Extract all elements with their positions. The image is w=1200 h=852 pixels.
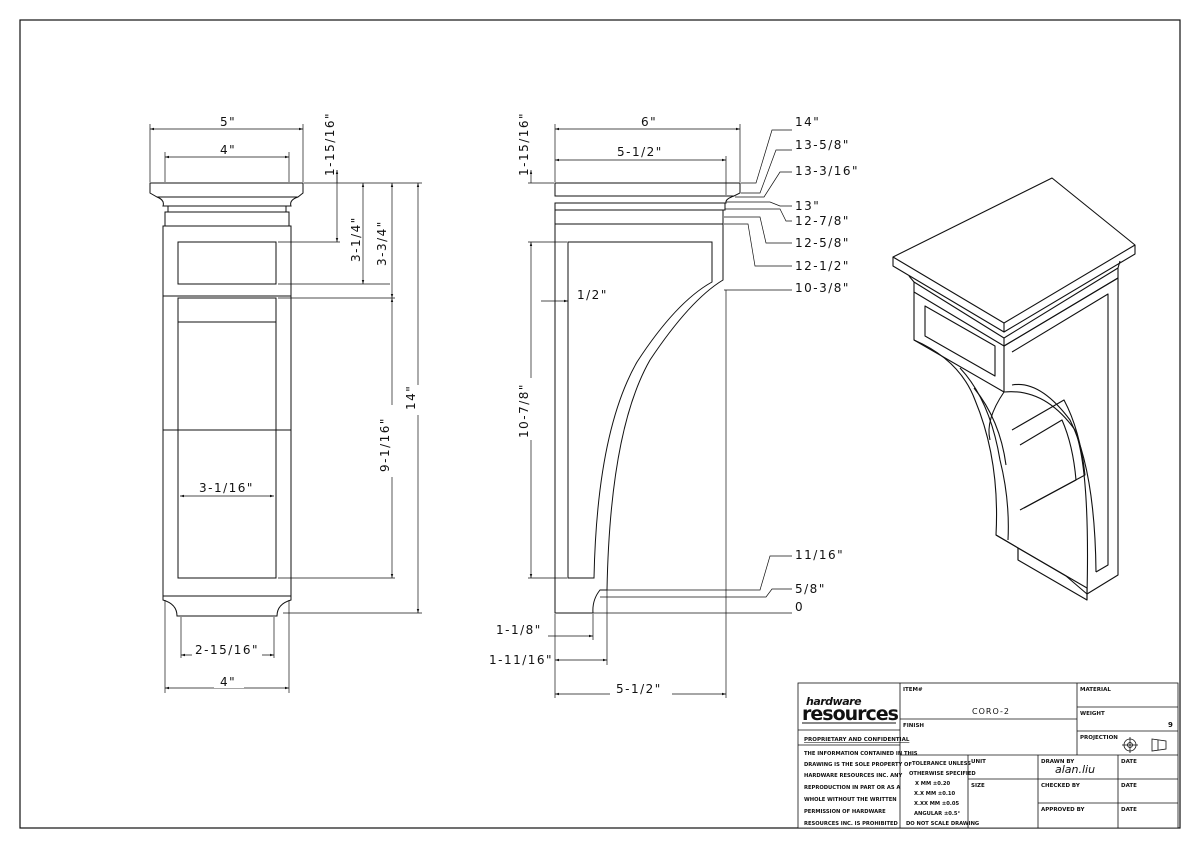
side-dim-w-1-11-16: 1-11/16" bbox=[489, 653, 553, 667]
tolerance-line: ANGULAR ±0.5° bbox=[914, 811, 960, 817]
proprietary-line: WHOLE WITHOUT THE WRITTEN bbox=[804, 797, 897, 803]
side-dim-h-10-7-8: 10-7/8" bbox=[517, 383, 531, 438]
unit-label: UNIT bbox=[971, 759, 986, 765]
side-height-label: 13-5/8" bbox=[795, 138, 850, 152]
side-dimension-labels: 6" 5-1/2" 1-15/16" 10-7/8" 1/2" 1-1/8" 1… bbox=[489, 112, 859, 696]
proprietary-line: DRAWING IS THE SOLE PROPERTY OF bbox=[804, 762, 912, 768]
front-dim-panel-width: 3-1/16" bbox=[199, 481, 254, 495]
side-height-label: 12-7/8" bbox=[795, 214, 850, 228]
tolerance-line: DO NOT SCALE DRAWING bbox=[906, 821, 979, 827]
date-label: DATE bbox=[1121, 807, 1137, 813]
side-dim-top-thick: 1-15/16" bbox=[517, 112, 531, 176]
side-body bbox=[554, 223, 724, 614]
proprietary-line: HARDWARE RESOURCES INC. ANY bbox=[804, 773, 902, 779]
isometric-view bbox=[892, 177, 1136, 601]
weight-value: 9 bbox=[1168, 721, 1173, 729]
front-dim-h-3-1-4: 3-1/4" bbox=[349, 216, 363, 262]
side-height-label: 11/16" bbox=[795, 548, 844, 562]
proprietary-line: RESOURCES INC. IS PROHIBITED bbox=[804, 821, 899, 827]
side-panel bbox=[567, 241, 713, 579]
logo-top-text: hardware bbox=[806, 695, 862, 708]
front-dim-h-14: 14" bbox=[404, 385, 418, 410]
side-height-label: 5/8" bbox=[795, 582, 826, 596]
front-cap bbox=[149, 182, 304, 198]
side-height-label: 12-1/2" bbox=[795, 259, 850, 273]
side-dim-inset: 1/2" bbox=[577, 288, 608, 302]
proprietary-heading: PROPRIETARY AND CONFIDENTIAL bbox=[804, 737, 910, 743]
front-view bbox=[149, 182, 304, 617]
front-dim-h-9-1-16: 9-1/16" bbox=[378, 417, 392, 472]
proprietary-line: THE INFORMATION CONTAINED IN THIS bbox=[804, 751, 918, 757]
approved-by-label: APPROVED BY bbox=[1041, 807, 1085, 813]
side-dim-top-outer: 6" bbox=[641, 115, 657, 129]
front-cap-cove bbox=[156, 196, 299, 207]
front-top-panel bbox=[177, 241, 277, 285]
side-dim-top-inner: 5-1/2" bbox=[617, 145, 663, 159]
drawn-by-label: DRAWN BY bbox=[1041, 759, 1075, 765]
item-value: CORO-2 bbox=[972, 707, 1010, 716]
finish-label: FINISH bbox=[903, 723, 924, 729]
front-dim-top-outer: 5" bbox=[220, 115, 236, 129]
projection-label: PROJECTION bbox=[1080, 735, 1118, 741]
front-dim-h-3-3-4: 3-3/4" bbox=[375, 220, 389, 266]
size-label: SIZE bbox=[971, 783, 985, 789]
proprietary-line: REPRODUCTION IN PART OR AS A bbox=[804, 785, 900, 791]
front-dim-top-thick: 1-15/16" bbox=[323, 112, 337, 176]
front-dim-bottom-width: 4" bbox=[220, 675, 236, 689]
front-molding bbox=[164, 211, 290, 227]
proprietary-line: PERMISSION OF HARDWARE bbox=[804, 809, 886, 815]
side-height-label: 14" bbox=[795, 115, 820, 129]
item-label: ITEM# bbox=[903, 687, 923, 693]
weight-label: WEIGHT bbox=[1080, 711, 1105, 717]
tolerance-line: OTHERWISE SPECIFIED bbox=[909, 771, 976, 777]
drawn-by-value: alan.liu bbox=[1055, 763, 1095, 776]
front-foot bbox=[162, 595, 292, 617]
side-height-label: 10-3/8" bbox=[795, 281, 850, 295]
side-height-label: 13" bbox=[795, 199, 820, 213]
material-label: MATERIAL bbox=[1080, 687, 1111, 693]
title-block-text: hardware resources PROPRIETARY AND CONFI… bbox=[802, 687, 1173, 827]
iso-frieze-panel bbox=[924, 305, 996, 377]
date-label: DATE bbox=[1121, 783, 1137, 789]
side-height-label: 13-3/16" bbox=[795, 164, 859, 178]
side-cap bbox=[554, 182, 741, 197]
title-block bbox=[797, 682, 1179, 829]
side-dim-bottom-width: 5-1/2" bbox=[616, 682, 662, 696]
front-dim-top-inner: 4" bbox=[220, 143, 236, 157]
side-dim-w-1-1-8: 1-1/8" bbox=[496, 623, 542, 637]
tolerance-line: TOLERANCE UNLESS bbox=[912, 761, 971, 767]
tolerance-line: X.XX MM ±0.05 bbox=[914, 801, 959, 807]
front-dim-base-width: 2-15/16" bbox=[195, 643, 259, 657]
checked-by-label: CHECKED BY bbox=[1041, 783, 1081, 789]
projection-cone-icon bbox=[1151, 738, 1167, 752]
tolerance-line: X MM ±0.20 bbox=[915, 781, 950, 787]
logo-bottom-text: resources bbox=[802, 703, 899, 725]
side-view bbox=[554, 182, 741, 614]
sheet-border bbox=[19, 19, 1181, 829]
front-dimension-labels: 5" 4" 1-15/16" 3-1/4" 3-3/4" 9-1/16" 14"… bbox=[192, 112, 421, 689]
side-height-label: 0 bbox=[795, 600, 804, 614]
tolerance-line: X.X MM ±0.10 bbox=[914, 791, 955, 797]
front-main-panel bbox=[177, 297, 277, 579]
front-fillet bbox=[167, 205, 287, 213]
front-body bbox=[162, 225, 292, 597]
side-height-label: 12-5/8" bbox=[795, 236, 850, 250]
date-label: DATE bbox=[1121, 759, 1137, 765]
